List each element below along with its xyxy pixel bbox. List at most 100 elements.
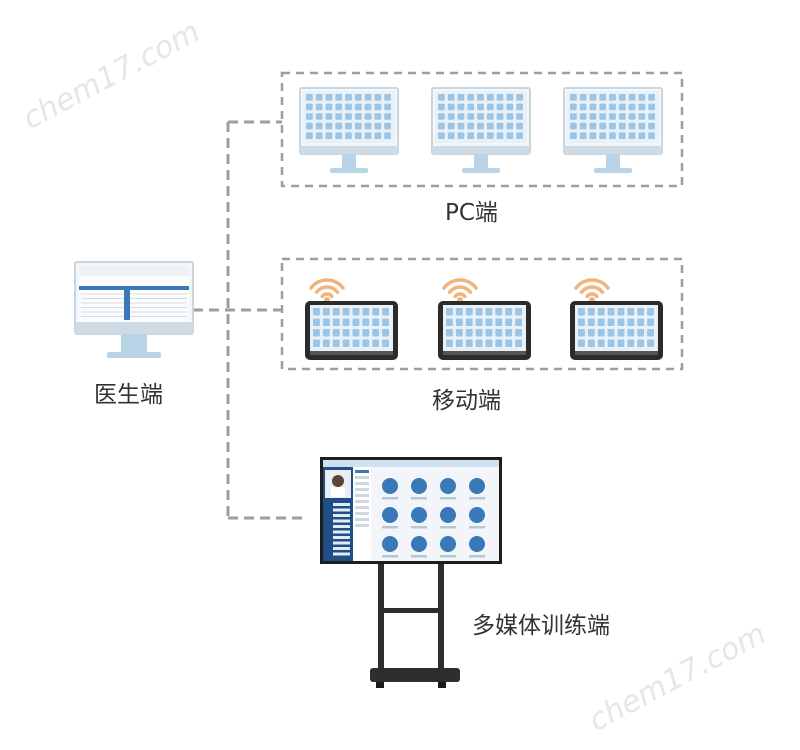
tv-module-caption xyxy=(411,497,427,500)
pc-screen-tile xyxy=(579,122,587,130)
pc-screen-tile xyxy=(354,132,362,139)
pc-screen-tile xyxy=(335,94,343,101)
pc-screen-tile xyxy=(589,122,597,130)
pc-screen-tile xyxy=(447,94,455,101)
tv-module-icon xyxy=(440,478,456,494)
tablet-screen-tile xyxy=(362,339,370,347)
tablet-screen-tile xyxy=(607,318,615,326)
tv-module-caption xyxy=(382,555,398,558)
tv-menu-item xyxy=(333,508,350,512)
tablet-screen-tile xyxy=(627,308,635,316)
pc-screen-tile xyxy=(447,103,455,111)
tv-module-caption xyxy=(440,555,456,558)
tv-module-icon xyxy=(382,536,398,552)
wifi-wave xyxy=(579,285,605,294)
tv-module-icon xyxy=(469,536,485,552)
doctor-terminal-label: 医生端 xyxy=(94,382,163,408)
pc-screen-tile xyxy=(516,103,523,111)
doctor-screen-header xyxy=(79,266,189,276)
tablet-screen-tile xyxy=(485,339,493,347)
pc-screen-tile xyxy=(467,113,475,120)
tablet-screen-tile xyxy=(587,308,595,316)
pc-screen-tile xyxy=(374,103,382,111)
pc-screen-tile xyxy=(648,132,655,139)
pc-screen-tile xyxy=(486,94,494,101)
pc-screen-tile xyxy=(354,113,362,120)
pc-screen-tile xyxy=(579,132,587,139)
tablet-screen-tile xyxy=(372,308,380,316)
tablet-screen-tile xyxy=(515,329,522,337)
pc-screen-tile xyxy=(516,122,523,130)
pc-screen-tile xyxy=(599,94,607,101)
pc-screen-tile xyxy=(364,113,372,120)
tablet-screen-tile xyxy=(617,329,625,337)
tablet-screen-tile xyxy=(515,339,522,347)
tv-module-caption xyxy=(469,526,485,529)
mobile-tablets xyxy=(305,278,663,360)
tablet-screen-tile xyxy=(617,318,625,326)
tablet-screen-tile xyxy=(382,329,389,337)
tablet-screen-tile xyxy=(362,308,370,316)
wifi-icon xyxy=(442,278,478,303)
pc-screen-tile xyxy=(477,94,484,101)
tablet-screen-tile xyxy=(465,339,473,347)
tv-menu-item xyxy=(333,525,350,528)
mobile-group-box xyxy=(280,257,684,371)
pc-screen-tile xyxy=(609,113,616,120)
tv-module-caption xyxy=(469,497,485,500)
pc-screen-tile xyxy=(325,103,333,111)
tv-submenu-item xyxy=(355,470,369,473)
pc-screen-tile xyxy=(609,94,616,101)
tablet-screen-tile xyxy=(446,308,453,316)
pc-screen-tile xyxy=(438,122,445,130)
pc-screen-tile xyxy=(638,94,646,101)
tablet-screen-tile xyxy=(382,308,389,316)
training-display xyxy=(320,457,502,688)
tv-module-icon xyxy=(411,478,427,494)
pc-screen-tile xyxy=(315,113,323,120)
tablet-screen-tile xyxy=(313,308,320,316)
pc-screen-tile xyxy=(438,113,445,120)
pc-screen-tile xyxy=(628,132,636,139)
pc-screen-tile xyxy=(364,122,372,130)
tv-menu-item xyxy=(333,536,350,539)
pc-screen-tile xyxy=(447,122,455,130)
tv-module-caption xyxy=(411,526,427,529)
tv-stand-wheel xyxy=(376,682,384,688)
pc-monitor-base xyxy=(462,168,500,173)
pc-screen-tile xyxy=(599,103,607,111)
pc-screen-tile xyxy=(354,122,362,130)
tablet-screen-tile xyxy=(352,308,360,316)
tablet-screen-tile xyxy=(495,308,503,316)
pc-screen-tile xyxy=(618,132,626,139)
pc-screen-tile xyxy=(579,113,587,120)
pc-screen-tile xyxy=(589,132,597,139)
pc-screen-tile xyxy=(516,94,523,101)
tv-stand-pole-left xyxy=(378,564,384,674)
pc-screen-tile xyxy=(477,122,484,130)
connector-lines xyxy=(193,120,308,520)
pc-screen-tile xyxy=(618,103,626,111)
pc-screen-tile xyxy=(496,122,504,130)
tablet-screen-tile xyxy=(455,318,463,326)
tv-submenu-item xyxy=(355,506,369,509)
tv-menu-item xyxy=(333,530,350,534)
tv-stand-pole-right xyxy=(438,564,444,674)
tablet-screen-tile xyxy=(505,339,513,347)
pc-screen-tile xyxy=(345,122,352,130)
pc-monitor-neck xyxy=(474,154,488,168)
tablet-screen-tile xyxy=(465,308,473,316)
tablet-screen-tile xyxy=(607,339,615,347)
pc-screen-tile xyxy=(496,132,504,139)
tablet-screen-tile xyxy=(332,318,340,326)
pc-screen-tile xyxy=(384,132,391,139)
tablet-screen-tile xyxy=(322,329,330,337)
tablet-screen-tile xyxy=(597,308,605,316)
pc-screen-tile xyxy=(335,122,343,130)
tablet-screen-tile xyxy=(352,329,360,337)
pc-screen-tile xyxy=(315,132,323,139)
tablet-screen-tile xyxy=(515,308,522,316)
tablet-screen-tile xyxy=(505,308,513,316)
tv-submenu-item xyxy=(355,512,369,515)
pc-screen-tile xyxy=(638,132,646,139)
